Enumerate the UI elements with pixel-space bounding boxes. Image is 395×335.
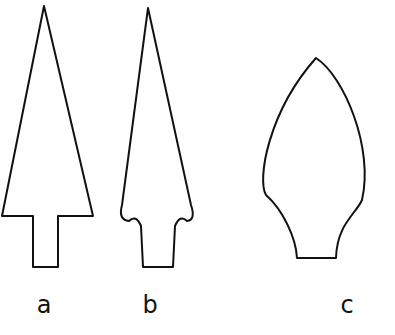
leaf-point	[263, 58, 365, 258]
figure-letter: c	[340, 293, 353, 317]
figure-letter: a	[37, 293, 52, 317]
barbed-point	[121, 8, 193, 267]
stemmed-point	[2, 6, 93, 267]
figure-letter: b	[142, 293, 157, 317]
